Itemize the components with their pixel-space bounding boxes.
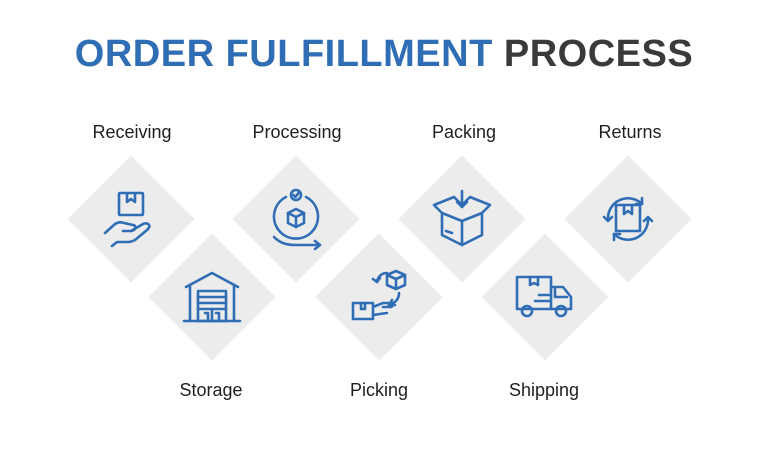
title-rest: PROCESS [503, 33, 694, 75]
step-label-receiving: Receiving [92, 122, 172, 142]
step-label-returns: Returns [598, 122, 662, 142]
page-title: ORDER FULFILLMENT PROCESS [0, 30, 768, 78]
step-picking [315, 233, 443, 361]
title-highlight: ORDER FULFILLMENT [74, 33, 493, 75]
step-label-picking: Picking [349, 380, 409, 400]
hand-holding-box-icon [103, 191, 151, 248]
step-receiving [67, 155, 195, 283]
step-processing [232, 155, 360, 283]
step-label-shipping: Shipping [508, 380, 580, 400]
box-return-icon [602, 196, 654, 242]
step-label-packing: Packing [431, 122, 497, 142]
step-storage [148, 233, 276, 361]
box-cycle-icon [272, 188, 322, 251]
step-shipping [481, 233, 609, 361]
step-label-storage: Storage [179, 380, 243, 400]
open-box-icon [432, 189, 492, 247]
box-transfer-icon [351, 269, 407, 321]
step-packing [398, 155, 526, 283]
step-label-processing: Processing [252, 122, 342, 142]
step-returns [564, 155, 692, 283]
delivery-truck-icon [515, 275, 573, 318]
warehouse-icon [182, 271, 242, 323]
